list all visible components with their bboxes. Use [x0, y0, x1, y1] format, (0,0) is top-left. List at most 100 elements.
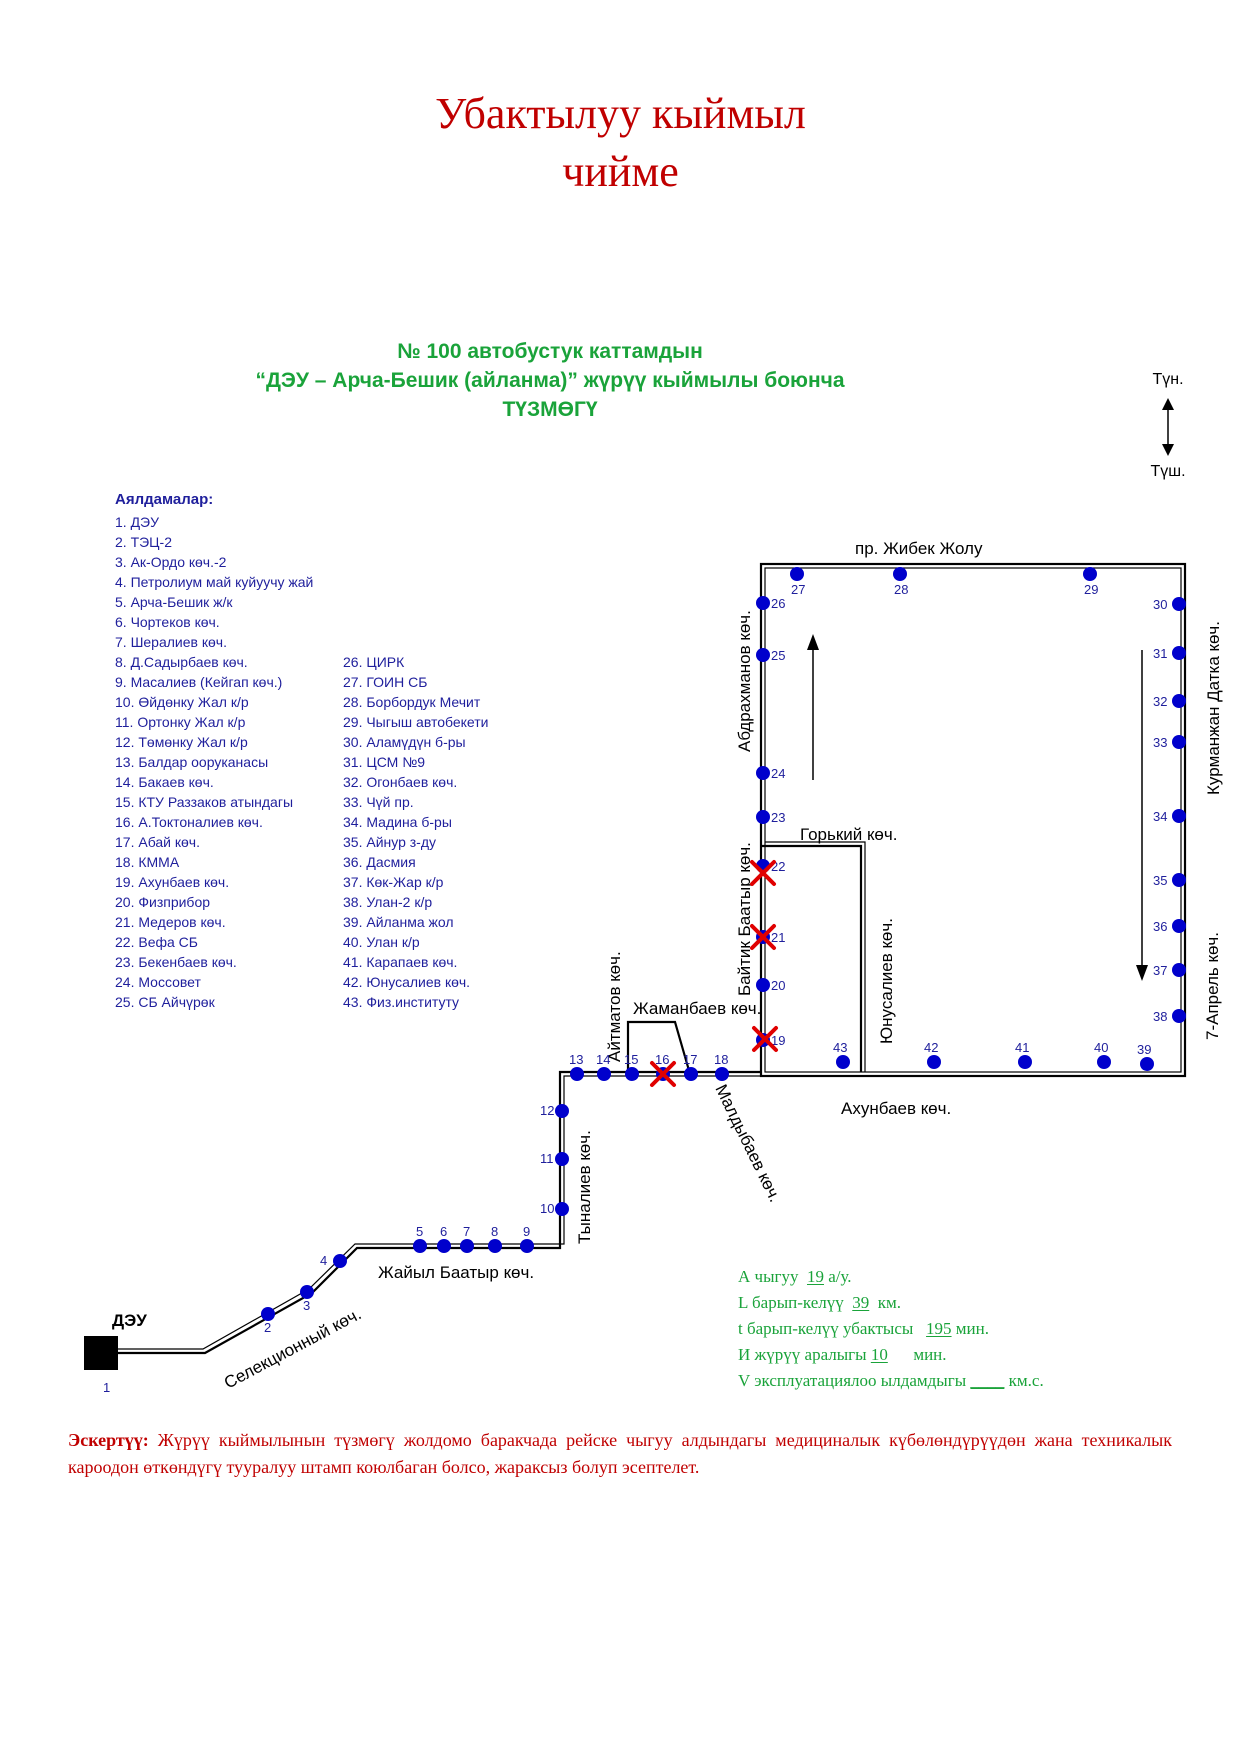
stop-point-15	[625, 1067, 639, 1081]
depot-label: ДЭУ	[112, 1311, 147, 1330]
stop-point-28	[893, 567, 907, 581]
stop-point-10	[555, 1202, 569, 1216]
legend-item: 34. Мадина б-ры	[343, 814, 452, 830]
stop-point-6	[437, 1239, 451, 1253]
legend-item: 28. Борбордук Мечит	[343, 694, 481, 710]
stop-number-4: 4	[320, 1253, 327, 1268]
street-label-yunusaliev: Юнусалиев көч.	[877, 918, 896, 1044]
stop-point-20	[756, 978, 770, 992]
warning-note-label: Эскертүү:	[68, 1430, 149, 1450]
street-label-maldybaev: Малдыбаев көч.	[711, 1081, 784, 1205]
stop-number-26: 26	[771, 596, 785, 611]
legend-item: 39. Айланма жол	[343, 914, 454, 930]
legend-item: 38. Улан-2 к/р	[343, 894, 433, 910]
scheme-heading-line-2: “ДЭУ – Арча-Бешик (айланма)” жүрүү кыймы…	[255, 369, 845, 392]
arrow-down-icon	[1136, 965, 1148, 981]
stop-number-20: 20	[771, 978, 785, 993]
stop-number-34: 34	[1153, 809, 1167, 824]
legend-item: 21. Медеров көч.	[115, 914, 226, 930]
stop-number-9: 9	[523, 1224, 530, 1239]
stop-number-11: 11	[540, 1151, 554, 1166]
street-label-zhaiyl-baatyr: Жайыл Баатыр көч.	[378, 1263, 534, 1282]
street-label-akhunbaev: Ахунбаев көч.	[841, 1099, 951, 1118]
stop-number-5: 5	[416, 1224, 423, 1239]
stop-point-32	[1172, 694, 1186, 708]
stat-l: L барып-келүү 39 км.	[738, 1290, 1044, 1316]
street-label-selektsionny: Селекционный көч.	[221, 1304, 364, 1392]
stop-number-13: 13	[569, 1052, 583, 1067]
page-title-line-2: чийме	[562, 147, 679, 196]
stop-point-18	[715, 1067, 729, 1081]
cross-icon	[752, 1026, 778, 1052]
legend-item: 10. Өйдөнку Жал к/р	[115, 694, 249, 710]
loop-rectangle	[759, 562, 1187, 1078]
compass-north-label: Түн.	[1152, 371, 1183, 388]
stop-point-7	[460, 1239, 474, 1253]
street-labels: пр. Жибек Жолу Абдрахманов көч. Курманжа…	[221, 539, 1223, 1393]
legend-item: 31. ЦСМ №9	[343, 754, 426, 770]
legend-item: 36. Дасмия	[343, 854, 416, 870]
compass-north-arrow-icon	[1162, 398, 1174, 410]
cross-icon	[750, 924, 776, 950]
stat-l-unit: км.	[877, 1293, 902, 1312]
legend-item: 3. Ак-Ордо көч.-2	[115, 554, 227, 570]
stop-point-24	[756, 766, 770, 780]
arrow-up-icon	[807, 634, 819, 650]
legend-item: 25. СБ Айчүрөк	[115, 994, 215, 1010]
stop-point-34	[1172, 809, 1186, 823]
cancelled-stops	[650, 860, 778, 1087]
street-label-abdrakhmanov: Абдрахманов көч.	[735, 610, 754, 752]
stop-number-43: 43	[833, 1040, 847, 1055]
stop-number-35: 35	[1153, 873, 1167, 888]
route-stats: А чыгуу 19 а/у. L барып-келүү 39 км. t б…	[738, 1264, 1044, 1394]
stop-number-1: 1	[103, 1380, 110, 1395]
stop-number-21: 21	[771, 930, 785, 945]
stop-point-36	[1172, 919, 1186, 933]
stop-point-37	[1172, 963, 1186, 977]
stop-number-3: 3	[303, 1298, 310, 1313]
stop-point-2	[261, 1307, 275, 1321]
stop-point-39	[1140, 1057, 1154, 1071]
stat-t-value: 195	[926, 1319, 952, 1338]
warning-note-text: Жүрүү кыймылынын түзмөгү жолдомо баракча…	[68, 1430, 1173, 1477]
stat-v-label: V эксплуатациялоо ылдамдыгы	[738, 1371, 967, 1390]
stop-number-12: 12	[540, 1103, 554, 1118]
loop-rectangle-inner	[764, 567, 1182, 1073]
stop-point-41	[1018, 1055, 1032, 1069]
stop-number-10: 10	[540, 1201, 554, 1216]
stop-number-14: 14	[596, 1052, 610, 1067]
legend-item: 37. Көк-Жар к/р	[343, 874, 444, 890]
legend-item: 27. ГОИН СБ	[343, 674, 428, 690]
stop-number-28: 28	[894, 582, 908, 597]
stop-number-15: 15	[624, 1052, 638, 1067]
stop-point-42	[927, 1055, 941, 1069]
legend-item: 13. Балдар ооруканасы	[115, 754, 269, 770]
compass: Түн. Түш.	[1150, 371, 1185, 480]
legend-item: 41. Карапаев көч.	[343, 954, 458, 970]
legend-item: 17. Абай көч.	[115, 834, 200, 850]
stop-number-29: 29	[1084, 582, 1098, 597]
stop-number-23: 23	[771, 810, 785, 825]
stop-number-24: 24	[771, 766, 785, 781]
legend-item: 22. Вефа СБ	[115, 934, 198, 950]
stat-i-value: 10	[870, 1345, 888, 1364]
compass-south-label: Түш.	[1150, 463, 1185, 480]
stat-a-value: 19	[806, 1267, 824, 1286]
stat-i-unit: мин.	[913, 1345, 947, 1364]
legend-item: 30. Аламүдүн б-ры	[343, 734, 466, 750]
stat-t-unit: мин.	[955, 1319, 989, 1338]
street-label-gorky: Горький көч.	[800, 825, 897, 844]
legend-item: 12. Төмөнку Жал к/р	[115, 734, 248, 750]
stop-number-30: 30	[1153, 597, 1167, 612]
stat-t: t барып-келүү убактысы 195 мин.	[738, 1316, 1044, 1342]
stop-number-36: 36	[1153, 919, 1167, 934]
stat-l-label: L барып-келүү	[738, 1293, 844, 1312]
street-label-tynaliev: Тыналиев көч.	[575, 1130, 594, 1244]
stop-point-13	[570, 1067, 584, 1081]
stop-point-4	[333, 1254, 347, 1268]
street-label-baitik: Байтик Баатыр көч.	[735, 842, 754, 996]
stop-point-12	[555, 1104, 569, 1118]
legend-item: 16. А.Токтоналиев көч.	[115, 814, 263, 830]
stop-point-43	[836, 1055, 850, 1069]
